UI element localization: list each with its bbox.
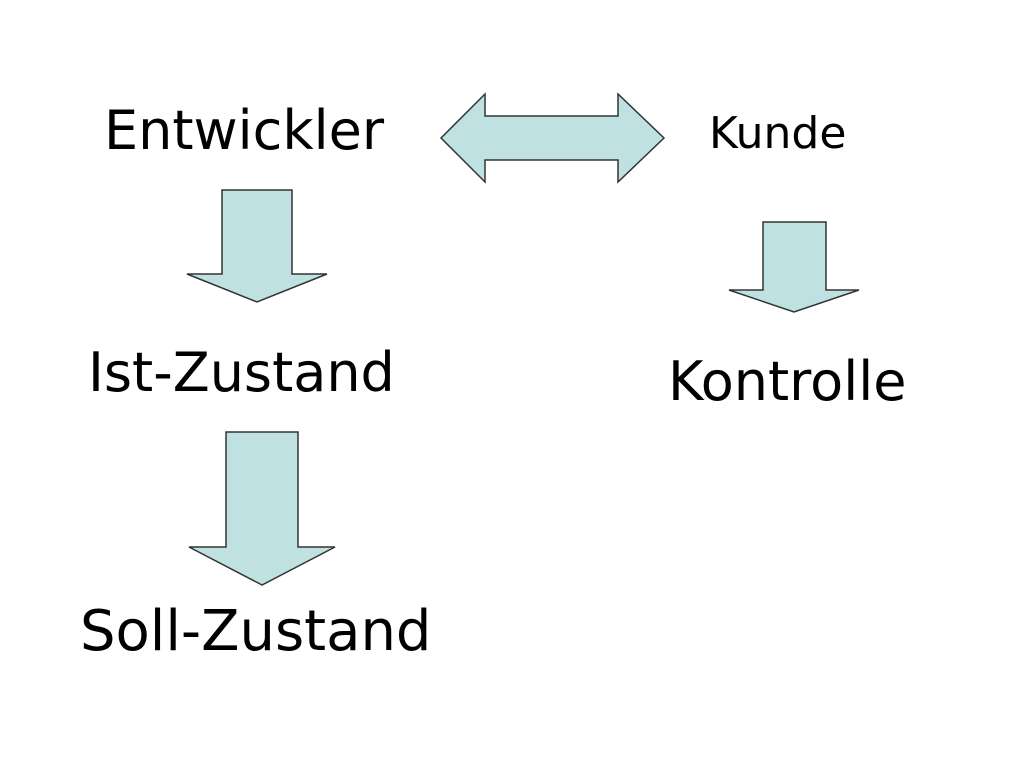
down-arrow-ist-soll: [188, 431, 336, 586]
node-soll-zustand: Soll-Zustand: [80, 599, 432, 664]
node-kontrolle: Kontrolle: [668, 350, 907, 413]
down-arrow-entwickler-ist: [186, 189, 328, 303]
node-kunde: Kunde: [709, 108, 847, 159]
double-arrow-entwickler-kunde: [439, 92, 666, 184]
node-ist-zustand: Ist-Zustand: [88, 341, 395, 404]
node-entwickler: Entwickler: [104, 99, 385, 162]
down-arrow-kunde-kontrolle: [728, 221, 860, 313]
